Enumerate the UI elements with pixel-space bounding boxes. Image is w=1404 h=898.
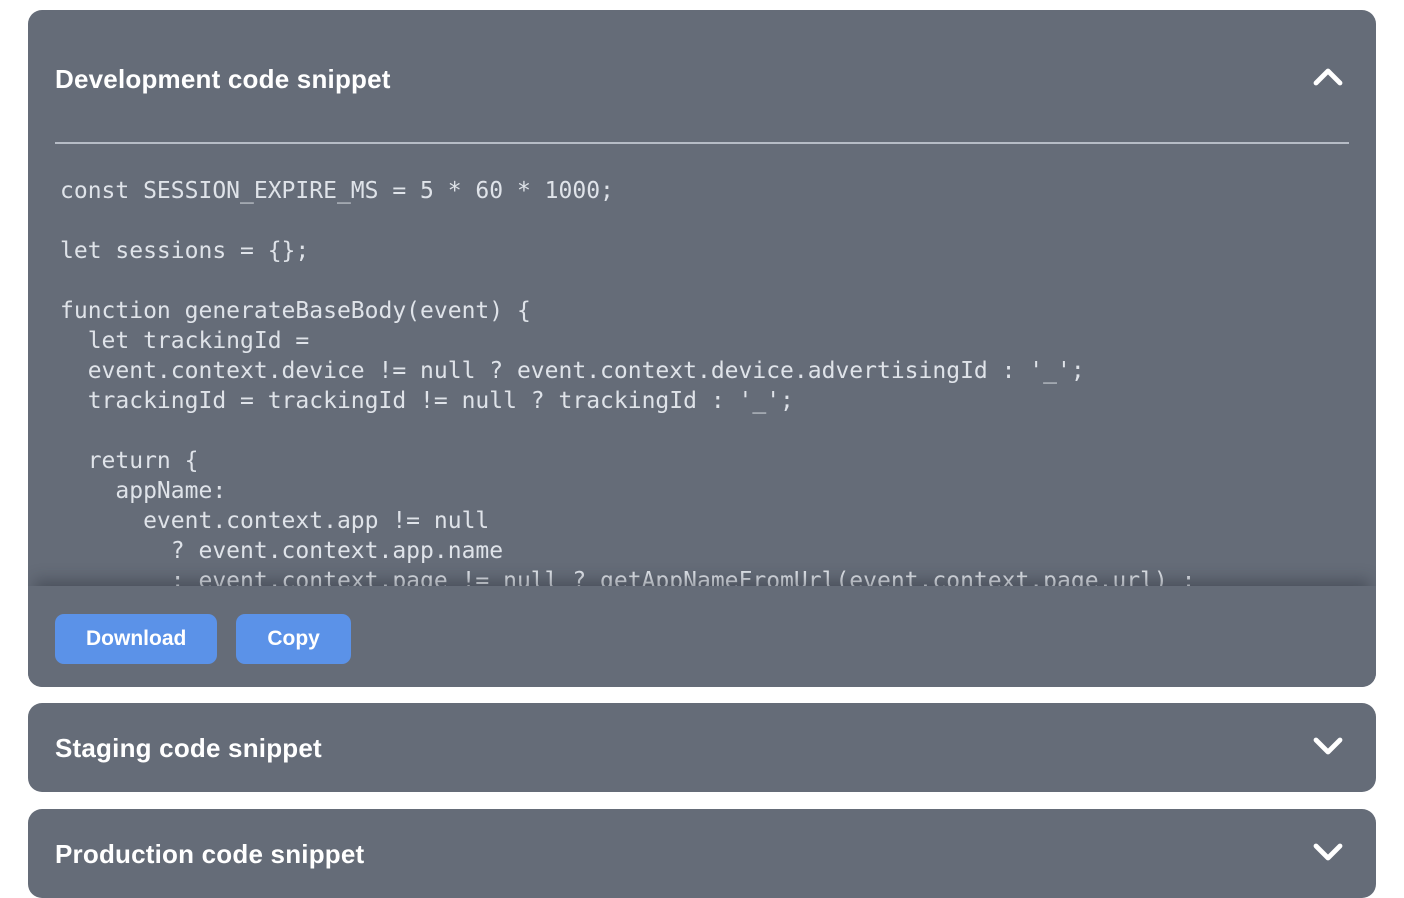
panel-production-snippet[interactable]: Production code snippet [28,809,1376,898]
development-code-block: const SESSION_EXPIRE_MS = 5 * 60 * 1000;… [60,178,1196,587]
expand-production-button[interactable] [1310,840,1346,867]
panel-development-footer: Download Copy [28,586,1376,688]
panel-staging-snippet[interactable]: Staging code snippet [28,703,1376,793]
collapse-development-button[interactable] [1310,65,1346,92]
chevron-up-icon [1310,65,1346,92]
panel-staging-title: Staging code snippet [55,732,322,763]
code-scroll-area[interactable]: const SESSION_EXPIRE_MS = 5 * 60 * 1000;… [28,144,1376,586]
chevron-down-icon [1310,734,1346,761]
expand-staging-button[interactable] [1310,734,1346,761]
panel-production-title: Production code snippet [55,838,365,869]
header-divider [55,142,1349,145]
chevron-down-icon [1310,840,1346,867]
panel-development-snippet: Development code snippet const SESSION_E… [28,10,1376,688]
panel-development-title: Development code snippet [55,63,391,94]
panel-development-header[interactable]: Development code snippet [28,10,1376,115]
copy-button[interactable]: Copy [236,614,351,665]
download-button[interactable]: Download [55,614,218,665]
